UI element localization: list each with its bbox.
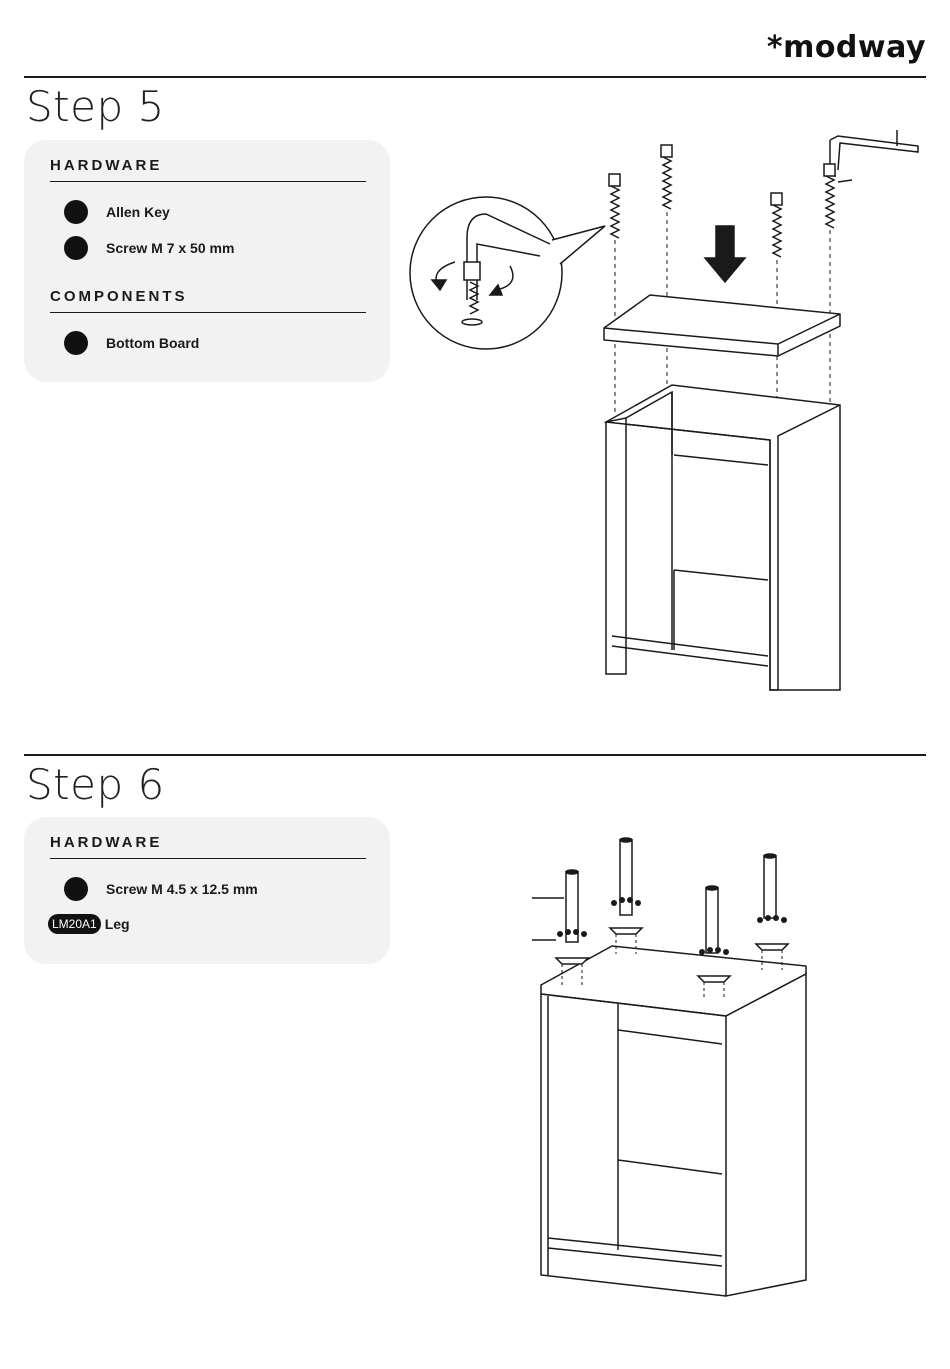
leg-icon xyxy=(556,870,588,964)
leg-icon xyxy=(610,838,642,934)
leg-icon xyxy=(756,854,788,950)
